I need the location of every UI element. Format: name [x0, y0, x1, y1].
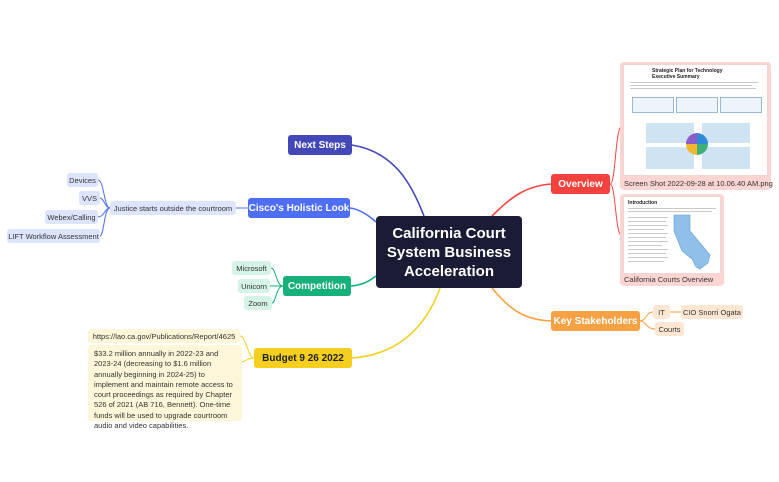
overview-image-strategic-plan[interactable]: Strategic Plan for Technology Executive …: [620, 62, 773, 190]
budget-link[interactable]: https://lao.ca.gov/Publications/Report/4…: [88, 329, 240, 343]
strategic-plan-title: Strategic Plan for Technology Executive …: [652, 68, 723, 80]
topic-budget[interactable]: Budget 9 26 2022: [254, 348, 352, 368]
stakeholder-courts[interactable]: Courts: [655, 322, 684, 336]
california-courts-page: Introduction: [624, 197, 720, 273]
item-devices[interactable]: Devices: [67, 173, 98, 187]
stakeholder-it[interactable]: IT: [653, 305, 670, 319]
topic-competition[interactable]: Competition: [283, 276, 351, 296]
california-courts-title: Introduction: [628, 200, 658, 206]
item-lift-workflow-assessment[interactable]: LIFT Workflow Assessment: [7, 229, 100, 243]
item-webex-calling[interactable]: Webex/Calling: [45, 210, 98, 224]
stakeholder-cio-snorri-ogata[interactable]: CIO Snorri Ogata: [681, 305, 743, 319]
overview-image-california-courts[interactable]: Introduction California Courts Overview: [620, 194, 724, 286]
california-map-icon: [673, 214, 711, 270]
item-unicorn[interactable]: Unicorn: [238, 279, 270, 293]
topic-key-stakeholders[interactable]: Key Stakeholders: [551, 311, 640, 331]
item-zoom[interactable]: Zoom: [244, 296, 272, 310]
central-topic[interactable]: California Court System Business Acceler…: [376, 216, 522, 288]
topic-next-steps[interactable]: Next Steps: [288, 135, 352, 155]
strategic-plan-caption: Screen Shot 2022-09-28 at 10.06.40 AM.pn…: [624, 179, 773, 188]
subtopic-justice-outside-courtroom[interactable]: Justice starts outside the courtroom: [110, 201, 236, 215]
california-courts-caption: California Courts Overview: [624, 275, 714, 284]
strategic-plan-page: Strategic Plan for Technology Executive …: [624, 65, 767, 175]
topic-ciscos-holistic-look[interactable]: Cisco's Holistic Look: [248, 198, 350, 218]
budget-note[interactable]: $33.2 million annually in 2022-23 and 20…: [88, 345, 242, 430]
topic-overview[interactable]: Overview: [551, 174, 610, 194]
item-vvs[interactable]: VVS: [79, 191, 100, 205]
item-microsoft[interactable]: Microsoft: [232, 261, 271, 275]
